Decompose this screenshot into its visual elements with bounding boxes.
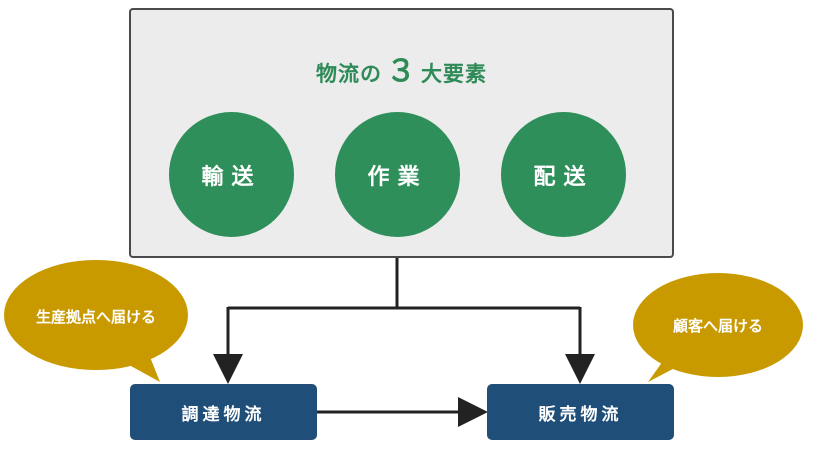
element-transport-label: 輸送	[201, 164, 262, 190]
element-delivery: 配送	[501, 112, 626, 237]
sales-logistics-label: 販売物流	[538, 404, 623, 425]
title-prefix: 物流の	[316, 62, 382, 86]
bubble-left-label: 生産拠点へ届ける	[36, 308, 156, 326]
element-work-label: 作業	[367, 164, 428, 190]
procurement-logistics-box: 調達物流	[130, 384, 317, 440]
title-suffix: 大要素	[421, 62, 487, 86]
element-delivery-label: 配送	[533, 164, 594, 190]
element-work: 作業	[335, 112, 460, 237]
bubble-right-label: 顧客へ届ける	[673, 317, 763, 335]
element-transport: 輸送	[169, 112, 294, 237]
title-number: ３	[386, 54, 417, 89]
procurement-logistics-label: 調達物流	[181, 404, 266, 425]
bubble-left: 生産拠点へ届ける	[4, 260, 188, 382]
sales-logistics-box: 販売物流	[487, 384, 674, 440]
bubble-right: 顧客へ届ける	[633, 273, 803, 382]
